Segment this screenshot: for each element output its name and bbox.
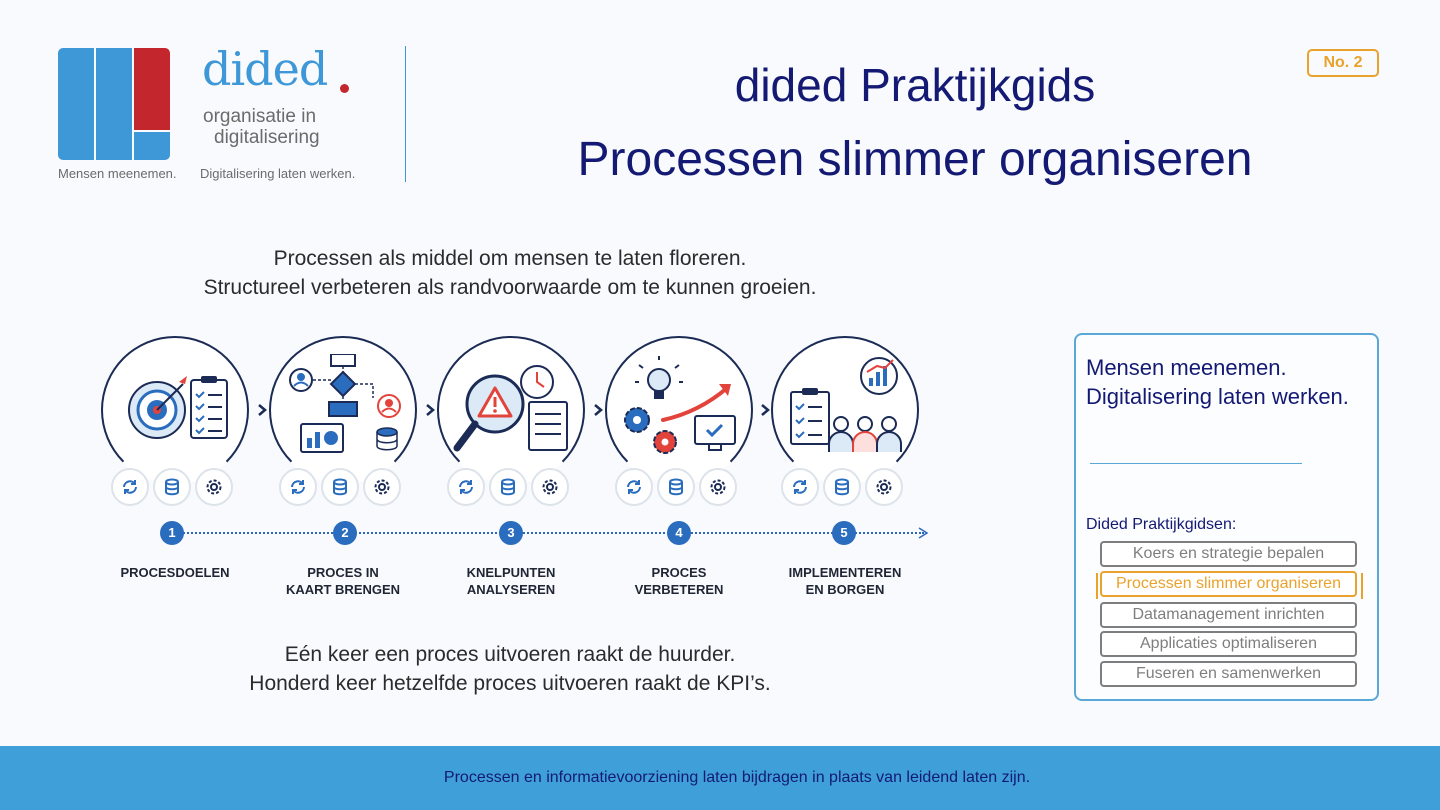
logo-subtitle-line1: organisatie in [203,106,317,127]
step-number-4: 4 [667,521,691,545]
chevron-right-icon [594,404,603,416]
footer-bar: Processen en informatievoorziening laten… [0,746,1440,810]
timeline-line [172,532,924,534]
step-4 [605,336,753,516]
card-divider [1090,463,1302,464]
step-label-2-line2: KAART BRENGEN [285,582,401,597]
outro-line-2: Honderd keer hetzelfde proces uitvoeren … [249,672,771,695]
gear-icon [531,468,569,506]
refresh-icon [781,468,819,506]
header-divider [405,46,406,182]
step-5 [771,336,919,516]
dided-logo: dided organisatie in digitalisering Mens… [58,42,358,186]
logo-tagline-right: Digitalisering laten werken. [200,166,356,181]
step-number-2: 2 [333,521,357,545]
outro-line-1: Eén keer een proces uitvoeren raakt de h… [284,643,736,666]
guide-link-applicaties[interactable]: Applicaties optimaliseren [1100,631,1357,657]
logo-mark [58,48,170,160]
step-label-1-line1: PROCESDOELEN [120,565,230,580]
database-icon [657,468,695,506]
step-label-2-line1: PROCES IN [307,565,379,580]
intro-line-1: Processen als middel om mensen te laten … [273,247,747,270]
database-icon [321,468,359,506]
chevron-right-icon [761,404,770,416]
intro-line-2: Structureel verbeteren als randvoorwaard… [203,276,817,299]
step-label-5: IMPLEMENTEREN EN BORGEN [760,564,930,598]
chevron-right-icon [426,404,435,416]
guide-link-datamanagement[interactable]: Datamanagement inrichten [1100,602,1357,628]
footer-text: Processen en informatievoorziening laten… [443,769,1031,786]
guide-link-processen[interactable]: Processen slimmer organiseren [1100,571,1357,597]
logo-dot [340,84,349,93]
step-label-1: PROCESDOELEN [90,564,260,581]
guide-link-fuseren[interactable]: Fuseren en samenwerken [1100,661,1357,687]
step-label-3-line1: KNELPUNTEN [466,565,556,580]
step-label-2: PROCES IN KAART BRENGEN [258,564,428,598]
gear-icon [699,468,737,506]
step-2 [269,336,417,516]
step-label-3: KNELPUNTEN ANALYSEREN [426,564,596,598]
step-3 [437,336,585,516]
refresh-icon [111,468,149,506]
card-heading-line1: Mensen meenemen. [1086,355,1287,380]
logo-tagline-left: Mensen meenemen. [58,166,177,181]
step-1 [101,336,249,516]
guide-link-koers[interactable]: Koers en strategie bepalen [1100,541,1357,567]
database-icon [823,468,861,506]
step-label-5-line1: IMPLEMENTEREN [788,565,902,580]
card-heading-line2: Digitalisering laten werken. [1086,384,1349,409]
step-number-3: 3 [499,521,523,545]
gear-icon [195,468,233,506]
page-title: dided Praktijkgids [734,59,1096,111]
lightbulb-gears-icon [624,356,736,454]
gear-icon [865,468,903,506]
card-heading: Mensen meenemen. Digitalisering laten we… [1086,353,1349,411]
guides-card: Mensen meenemen. Digitalisering laten we… [1074,333,1379,701]
step-label-4-line2: VERBETEREN [634,582,724,597]
guides-title: Dided Praktijkgidsen: [1086,516,1237,533]
database-icon [489,468,527,506]
database-icon [153,468,191,506]
logo-subtitle: organisatie in digitalisering [203,106,320,148]
arrow-right-icon [918,527,928,539]
step-label-3-line2: ANALYSEREN [466,582,556,597]
outro-text: Eén keer een proces uitvoeren raakt de h… [120,640,900,698]
step-label-4-line1: PROCES [651,565,707,580]
logo-subtitle-line2: digitalisering [214,127,320,148]
refresh-icon [447,468,485,506]
intro-text: Processen als middel om mensen te laten … [120,244,900,302]
logo-wordmark: dided [202,42,328,96]
active-marker-left [1096,573,1098,599]
active-marker-right [1361,573,1363,599]
magnifier-warning-icon [453,365,568,452]
step-label-5-line2: EN BORGEN [805,582,885,597]
target-checklist-icon [128,376,228,439]
edition-badge: No. 2 [1307,49,1379,77]
refresh-icon [279,468,317,506]
gear-icon [363,468,401,506]
page-subtitle: Processen slimmer organiseren [577,133,1253,186]
chevron-right-icon [258,404,267,416]
flowchart-icon [289,354,401,453]
team-growth-icon [790,357,902,452]
step-number-1: 1 [160,521,184,545]
refresh-icon [615,468,653,506]
step-label-4: PROCES VERBETEREN [594,564,764,598]
step-number-5: 5 [832,521,856,545]
